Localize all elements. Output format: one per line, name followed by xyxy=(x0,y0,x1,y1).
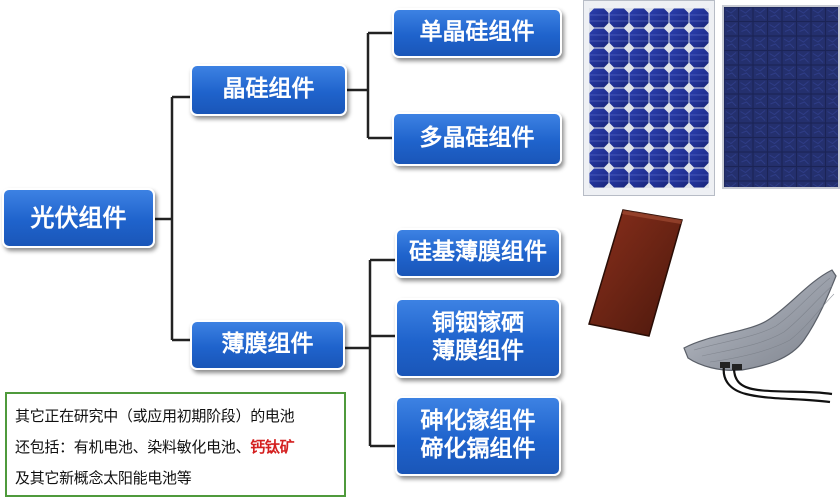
gaas-cdte-node: 砷化镓组件 碲化镉组件 xyxy=(395,396,561,476)
crystalline-label: 晶硅组件 xyxy=(222,76,315,103)
cigs-label-line1: 铜铟镓硒 xyxy=(432,310,524,337)
root-label: 光伏组件 xyxy=(30,203,127,232)
mono-label: 单晶硅组件 xyxy=(419,19,535,46)
note-line-1: 其它正在研究中（或应用初期阶段）的电池 xyxy=(15,407,295,425)
note-line-2: 还包括：有机电池、染料敏化电池、钙钛矿 xyxy=(15,432,336,463)
thin-film-panel-image xyxy=(588,209,683,337)
mono-node: 单晶硅组件 xyxy=(392,8,562,58)
poly-label: 多晶硅组件 xyxy=(419,125,535,152)
cdte-label: 碲化镉组件 xyxy=(420,436,536,462)
cigs-node: 铜铟镓硒 薄膜组件 xyxy=(395,298,561,378)
cigs-label-line2: 薄膜组件 xyxy=(432,338,524,364)
root-node: 光伏组件 xyxy=(2,188,155,248)
monocrystalline-panel-image xyxy=(583,0,715,196)
polycrystalline-panel-image xyxy=(722,5,840,189)
gaas-label: 砷化镓组件 xyxy=(420,408,536,435)
poly-node: 多晶硅组件 xyxy=(392,112,562,166)
si-film-label: 硅基薄膜组件 xyxy=(409,239,547,266)
thinfilm-node: 薄膜组件 xyxy=(190,320,345,370)
note-line-3: 及其它新概念太阳能电池等 xyxy=(15,469,192,487)
other-cells-note: 其它正在研究中（或应用初期阶段）的电池 还包括：有机电池、染料敏化电池、钙钛矿 … xyxy=(5,392,346,497)
flexible-thin-film-image xyxy=(683,269,837,404)
perovskite-highlight: 钙钛矿 xyxy=(250,438,295,456)
note-line-2-text: 还包括：有机电池、染料敏化电池、 xyxy=(15,438,251,456)
thinfilm-label: 薄膜组件 xyxy=(221,331,314,358)
si-film-node: 硅基薄膜组件 xyxy=(395,228,561,278)
crystalline-node: 晶硅组件 xyxy=(190,64,347,116)
